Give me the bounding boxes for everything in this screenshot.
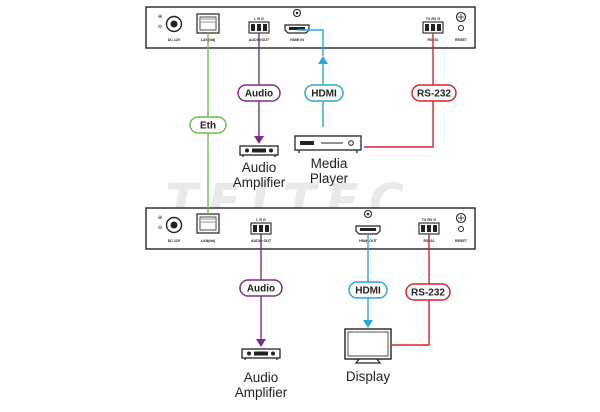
audio-label-bottom: Audio <box>247 284 275 295</box>
lan-port-label: LAN(tbt) <box>201 239 216 243</box>
rs232-label-top: RS-232 <box>417 89 451 100</box>
rs232-cable-bottom <box>392 234 430 346</box>
rs232-label-bottom: RS-232 <box>411 288 445 299</box>
rs232-pins-label: TX RX G <box>422 218 437 222</box>
device-label: Media <box>311 156 348 171</box>
transmitter-unit: ⊕ ⊖ DC 12V LAN(tbt) L R G AUDIO/OUT <box>145 6 476 49</box>
hdmi-arrow-bottom <box>363 320 373 328</box>
device-label: Amplifier <box>235 385 288 400</box>
dc-power-port: ⊕ ⊖ DC 12V <box>158 14 183 42</box>
hdmi-arrow-top <box>318 56 328 64</box>
rs232-pill-top: RS-232 <box>411 84 457 102</box>
hdmi-cable-top-run <box>297 29 324 56</box>
hdmi-pill-top: HDMI <box>304 84 344 102</box>
hdmi-label-bottom: HDMI <box>355 286 381 297</box>
media-player: Media Player <box>294 135 362 186</box>
svg-text:⊕: ⊕ <box>158 215 162 221</box>
svg-text:⊖: ⊖ <box>158 24 162 30</box>
dc-port-label: DC 12V <box>168 38 181 42</box>
reset-label: RESET <box>455 38 468 42</box>
rs232-cable-top <box>364 33 434 148</box>
hdmi-port-label: HDMI IN <box>290 38 304 42</box>
audio-amplifier-top: Audio Amplifier <box>233 145 286 190</box>
receiver-unit: ⊕ ⊖ DC 12V LAN(tbt) L R G AUDIO OUT HDMI <box>145 207 476 250</box>
audio-arrow-bottom <box>256 339 266 347</box>
hdmi-label-top: HDMI <box>311 89 337 100</box>
audio-pill-top: Audio <box>237 84 281 102</box>
device-label: Audio <box>242 160 277 175</box>
audio-label-top: Audio <box>245 89 273 100</box>
dc-power-port: ⊕ ⊖ DC 12V <box>158 215 183 243</box>
monitor-icon <box>344 328 392 364</box>
reset-button: RESET <box>455 11 468 42</box>
device-label: Display <box>346 369 391 384</box>
eth-label: Eth <box>200 121 216 132</box>
device-label: Amplifier <box>233 175 286 190</box>
reset-button: RESET <box>455 212 468 243</box>
lan-port: LAN(tbt) <box>196 213 220 243</box>
device-label: Player <box>310 171 349 186</box>
rs232-pins-label: TX RX G <box>426 17 441 21</box>
audio-pill-bottom: Audio <box>239 279 283 297</box>
svg-text:⊖: ⊖ <box>158 225 162 231</box>
svg-text:⊕: ⊕ <box>158 14 162 20</box>
amplifier-icon <box>241 348 281 360</box>
audio-pins-label: L R G <box>256 218 266 222</box>
hdmi-pill-bottom: HDMI <box>348 281 388 299</box>
audio-amplifier-bottom: Audio Amplifier <box>235 348 288 400</box>
media-player-icon <box>294 135 362 153</box>
audio-pins-label: L R G <box>254 17 264 21</box>
dc-port-label: DC 12V <box>168 239 181 243</box>
audio-arrow-top <box>254 136 264 144</box>
eth-pill: Eth <box>189 116 227 134</box>
hdmi-in-port: HDMI IN <box>284 8 310 42</box>
rs232-pill-bottom: RS-232 <box>405 283 451 301</box>
device-label: Audio <box>244 370 279 385</box>
amplifier-icon <box>239 145 279 157</box>
display: Display <box>344 328 392 384</box>
reset-label: RESET <box>455 239 468 243</box>
